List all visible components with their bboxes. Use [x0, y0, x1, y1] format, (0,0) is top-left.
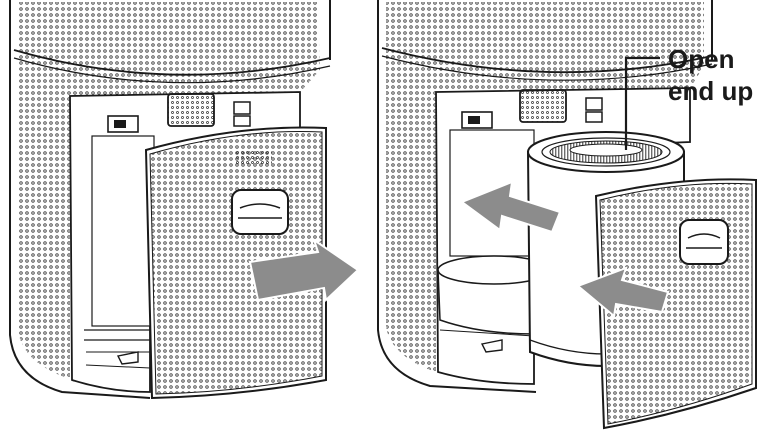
latch-icon-right	[461, 111, 493, 129]
bottom-clip-icon-right	[480, 339, 503, 353]
insert-filter-arrow	[459, 180, 562, 234]
side-tab-icon-right	[585, 97, 603, 123]
left-step-illustration	[9, 0, 360, 400]
callout-label-open: Open	[668, 44, 735, 74]
back-cover-right	[594, 178, 757, 430]
top-vent-icon	[167, 93, 215, 127]
side-tab-icon	[233, 101, 251, 127]
latch-icon	[107, 115, 139, 133]
replace-cover-arrow	[576, 266, 670, 318]
filter-cavity-left	[69, 91, 301, 393]
top-vent-icon-right	[519, 89, 567, 123]
bottom-clip-icon	[116, 351, 139, 365]
callout-label-end-up: end up	[668, 76, 754, 106]
remove-cover-arrow	[248, 237, 360, 303]
cover-handle-icon	[231, 189, 289, 235]
callout-leader	[624, 56, 660, 150]
right-step-illustration	[377, 0, 757, 430]
cover-handle-icon-right	[679, 219, 729, 265]
back-cover-left	[144, 126, 327, 400]
